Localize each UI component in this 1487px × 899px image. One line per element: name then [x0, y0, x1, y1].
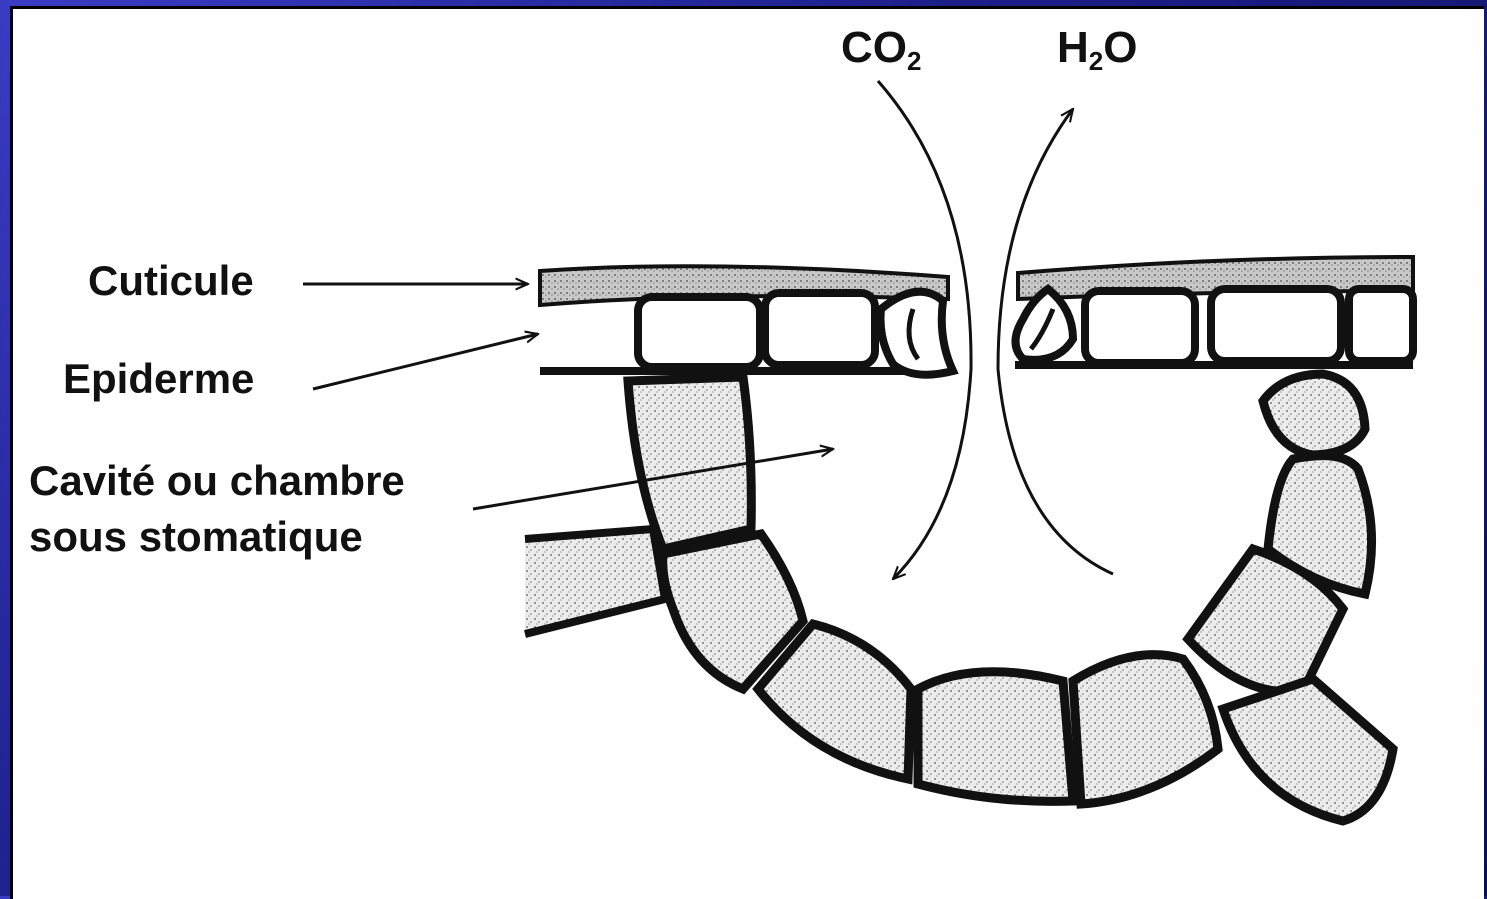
mesophyll-cell: [1263, 374, 1365, 455]
h2o-h: H: [1057, 23, 1089, 72]
epidermal-cell: [638, 297, 760, 367]
mesophyll-cell: [918, 672, 1073, 802]
label-co2: CO2: [841, 23, 921, 77]
mesophyll-cell: [1223, 679, 1393, 821]
label-cuticule: Cuticule: [88, 257, 254, 305]
epidermal-cell: [1211, 289, 1341, 361]
guard-cell-left: [881, 292, 954, 375]
mesophyll-cell: [1073, 655, 1218, 804]
h2o-o: O: [1103, 23, 1137, 72]
epidermal-cell: [765, 293, 875, 365]
epidermal-cell: [1085, 291, 1195, 363]
label-cavite-line1: Cavité ou chambre: [29, 457, 405, 505]
label-h2o: H2O: [1057, 23, 1137, 77]
epiderme-pointer: [313, 334, 538, 389]
vein: [525, 529, 665, 634]
label-epiderme: Epiderme: [63, 355, 254, 403]
epidermal-cell: [1349, 289, 1413, 361]
co2-subscript: 2: [907, 46, 921, 76]
diagram-panel: Cuticule Epiderme Cavité ou chambre sous…: [10, 6, 1484, 899]
label-cavite-line2: sous stomatique: [29, 513, 363, 561]
h2o-subscript: 2: [1089, 46, 1103, 76]
stomata-diagram: [13, 9, 1484, 899]
co2-main: CO: [841, 23, 907, 72]
mesophyll-cell: [628, 377, 751, 549]
